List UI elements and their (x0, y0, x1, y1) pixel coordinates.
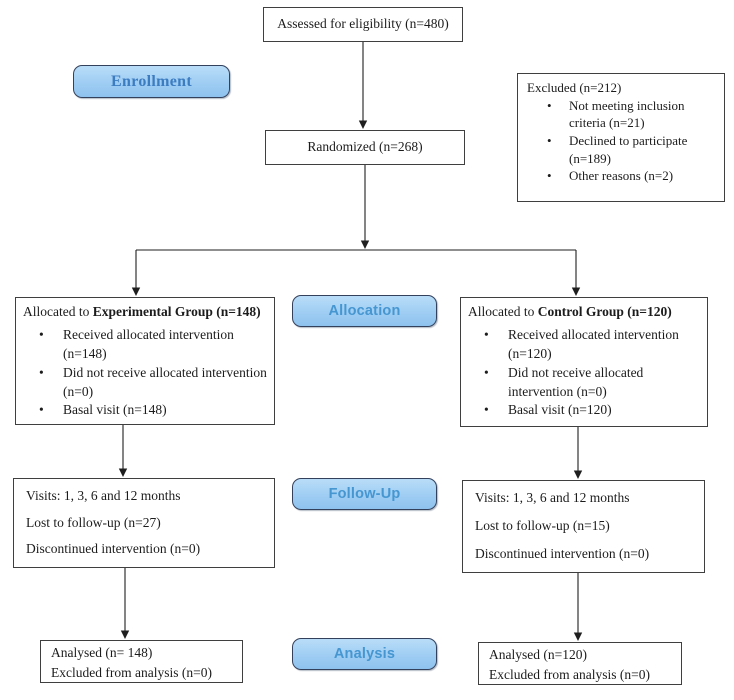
control-allocation-item: Did not receive allocated intervention (… (468, 364, 700, 402)
stage-label-analysis: Analysis (292, 638, 437, 670)
excluded-box: Excluded (n=212) Not meeting inclusion c… (517, 73, 725, 202)
experimental-analysis-line: Analysed (n= 148) (51, 645, 153, 660)
control-analysis-line: Excluded from analysis (n=0) (489, 667, 650, 683)
experimental-followup-line: Discontinued intervention (n=0) (26, 541, 201, 557)
enrollment-label-text: Enrollment (111, 72, 192, 90)
experimental-allocation-item: Received allocated intervention (n=148) (23, 326, 267, 364)
control-allocation-item: Basal visit (n=120) (468, 401, 700, 420)
stage-label-allocation: Allocation (292, 295, 437, 327)
control-followup-line: Visits: 1, 3, 6 and 12 months (475, 490, 630, 506)
experimental-allocation-item: Basal visit (n=148) (23, 401, 267, 420)
excluded-item: Not meeting inclusion criteria (n=21) (527, 97, 715, 132)
control-followup-line: Discontinued intervention (n=0) (475, 545, 650, 561)
excluded-item: Other reasons (n=2) (527, 167, 715, 185)
experimental-allocation-title: Allocated to Experimental Group (n=148) (23, 304, 261, 319)
randomized-box: Randomized (n=268) (265, 130, 465, 165)
analysis-label-text: Analysis (333, 646, 396, 662)
excluded-item: Declined to participate (n=189) (527, 132, 715, 167)
assessed-eligibility-box: Assessed for eligibility (n=480) (263, 7, 463, 42)
control-followup-line: Lost to follow-up (n=15) (475, 518, 610, 534)
experimental-followup-line: Lost to follow-up (n=27) (26, 514, 161, 530)
control-allocation-item: Received allocated intervention (n=120) (468, 326, 700, 364)
experimental-allocation-item: Did not receive allocated intervention (… (23, 364, 267, 402)
control-analysis-line: Analysed (n=120) (489, 647, 587, 662)
control-allocation-box: Allocated to Control Group (n=120) Recei… (460, 297, 708, 427)
experimental-followup-line: Visits: 1, 3, 6 and 12 months (26, 487, 181, 503)
stage-label-enrollment: Enrollment (73, 65, 230, 98)
randomized-text: Randomized (n=268) (307, 139, 423, 155)
followup-label-text: Follow-Up (328, 486, 401, 502)
stage-label-followup: Follow-Up (292, 478, 437, 510)
experimental-followup-box: Visits: 1, 3, 6 and 12 months Lost to fo… (13, 478, 275, 568)
allocation-label-text: Allocation (328, 303, 401, 319)
experimental-allocation-box: Allocated to Experimental Group (n=148) … (15, 297, 275, 425)
assessed-eligibility-text: Assessed for eligibility (n=480) (277, 16, 449, 32)
experimental-analysis-box: Analysed (n= 148) Excluded from analysis… (40, 640, 243, 683)
excluded-title: Excluded (n=212) (527, 80, 622, 95)
control-analysis-box: Analysed (n=120) Excluded from analysis … (478, 642, 682, 685)
control-allocation-title: Allocated to Control Group (n=120) (468, 304, 672, 319)
control-followup-box: Visits: 1, 3, 6 and 12 months Lost to fo… (462, 480, 705, 573)
experimental-analysis-line: Excluded from analysis (n=0) (51, 665, 212, 681)
